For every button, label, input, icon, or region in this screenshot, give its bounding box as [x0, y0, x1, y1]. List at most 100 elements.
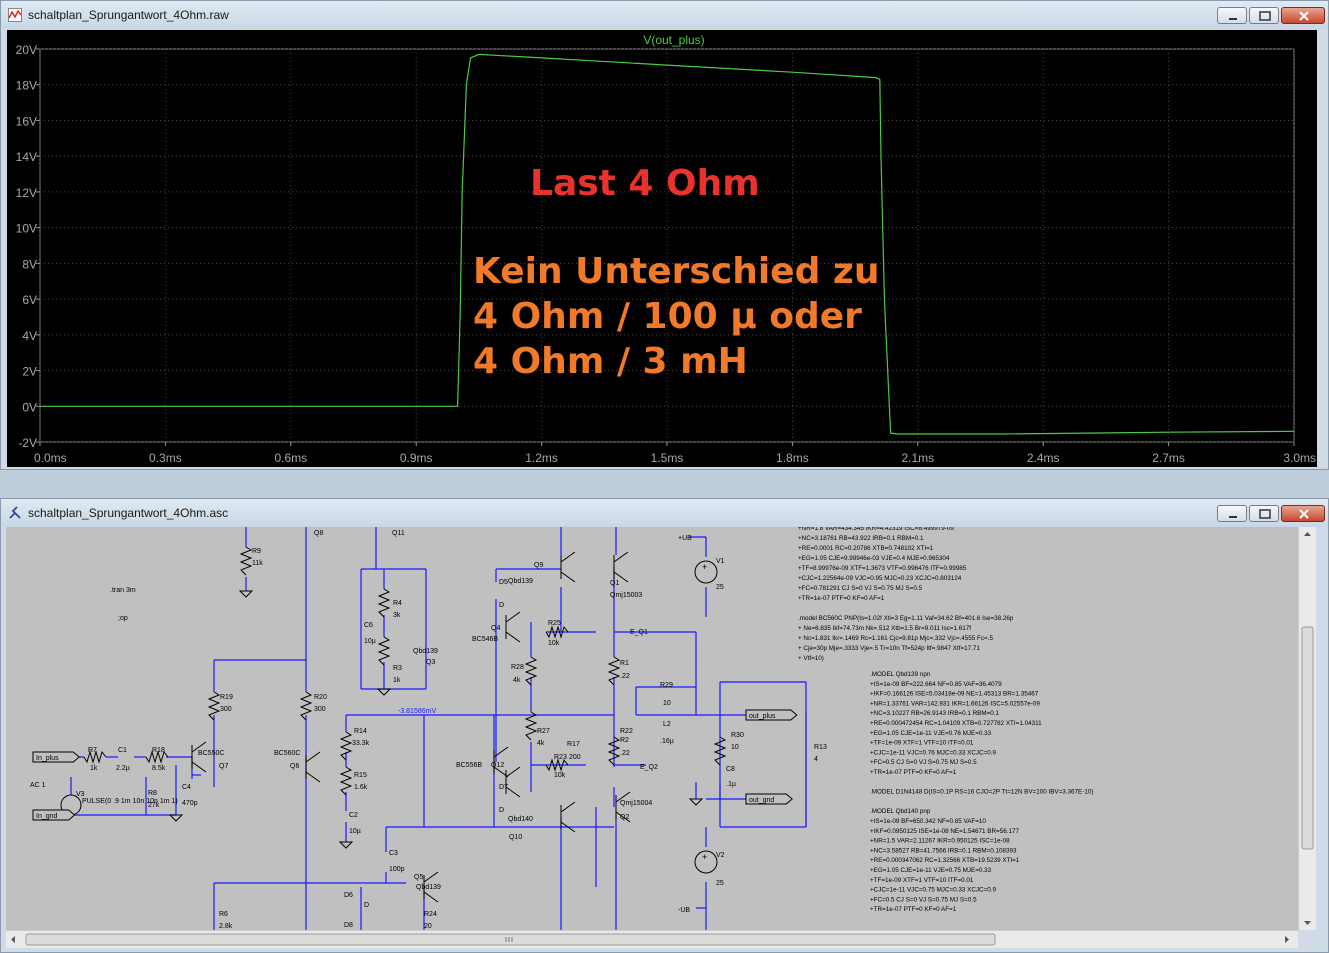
vertical-scroll-thumb[interactable]: [1301, 626, 1314, 850]
spice-model-line: +TR=1e-07 PTF=0 KF=0 AF=1: [798, 595, 885, 602]
resistor-symbol: [83, 750, 107, 764]
voltage-source-plus: +: [702, 562, 707, 572]
spice-model-line: +EG=1.05 CJE=1e-11 VJE=0.75 MJE=0.33: [870, 867, 992, 874]
component-label: R13: [814, 744, 827, 751]
component-label: Qmj15004: [620, 800, 652, 807]
component-label: C4: [182, 784, 191, 791]
component-label: .22: [620, 673, 630, 680]
schematic-window-title: schaltplan_Sprungantwort_4Ohm.asc: [28, 506, 229, 520]
component-label: .16µ: [660, 738, 674, 745]
maximize-button[interactable]: [1249, 7, 1279, 24]
component-label: 1.6k: [354, 784, 368, 791]
scroll-left-arrow-icon[interactable]: [11, 936, 15, 943]
x-tick-label: 2.1ms: [901, 451, 934, 465]
minimize-button[interactable]: [1217, 7, 1247, 24]
component-label: R24: [424, 911, 437, 918]
component-label: BC550C: [198, 750, 224, 757]
spice-model-line: +CJC=1e-11 VJC=0.76 MJC=0.33 XCJC=0.9: [870, 749, 997, 756]
transistor-symbol: [613, 551, 629, 583]
component-label: R7: [88, 747, 97, 754]
net-flag: [745, 793, 793, 805]
vertical-scrollbar[interactable]: [1298, 527, 1316, 930]
component-label: Q7: [219, 763, 228, 770]
spice-model-line: +EG=1.05 CJE=9.99946e-03 VJE=0.4 MJE=0.9…: [798, 555, 950, 562]
resistor-symbol: [545, 625, 569, 639]
x-tick-label: 0.6ms: [274, 451, 307, 465]
spice-model-line: +TF=8.99976e-09 XTF=1.3673 VTF=0.996476 …: [798, 565, 967, 572]
component-label: +UB: [678, 535, 692, 542]
schematic-maximize-button[interactable]: [1249, 505, 1279, 522]
component-label: 4k: [513, 677, 521, 684]
annotation-title: Last 4 Ohm: [530, 163, 760, 204]
component-label: V1: [716, 558, 725, 565]
component-label: R25: [548, 620, 561, 627]
spice-model-line: +RE=0.000472454 RC=1.04109 XTB=0.727782 …: [870, 720, 1042, 727]
scroll-up-arrow-icon[interactable]: [1304, 532, 1311, 536]
resistor-symbol: [607, 656, 621, 686]
component-label: 11k: [252, 560, 263, 567]
series-line-out-plus: [40, 53, 1295, 435]
component-label: R2: [620, 737, 629, 744]
spice-model-line: +NR=1.33761 VAR=142.931 IKR=1.66126 ISC=…: [870, 700, 1040, 707]
spice-model-line: +FC=0.781291 CJ S=0 VJ S=0.75 MJ S=0.5: [798, 585, 923, 592]
transistor-symbol: [423, 871, 439, 903]
x-tick-label: 2.7ms: [1152, 451, 1185, 465]
spice-model-line: +RE=0.0001 RC=0.20786 XTB=0.748102 XTI=1: [798, 545, 934, 552]
y-tick-label: 20V: [16, 43, 37, 57]
component-label: C8: [726, 766, 735, 773]
scroll-right-arrow-icon[interactable]: [1285, 936, 1289, 943]
x-tick-label: 0.3ms: [149, 451, 182, 465]
component-label: 300: [314, 706, 326, 713]
x-tick-label: 1.8ms: [776, 451, 809, 465]
transistor-symbol: [560, 551, 576, 583]
scroll-down-arrow-icon[interactable]: [1304, 921, 1311, 925]
component-label: 300: [220, 706, 232, 713]
resistor-symbol: [545, 758, 569, 772]
component-label: Q9: [534, 562, 543, 569]
spice-model-line: +FC=0.5 CJ S=0 VJ S=0.75 MJ S=0.5: [870, 759, 977, 766]
component-label: 470p: [182, 800, 198, 807]
y-tick-label: -2V: [18, 436, 37, 450]
close-button[interactable]: [1281, 7, 1325, 24]
spice-model-line: +NC=3.10227 RB=26.9143 IRB=0.1 RBM=0.1: [870, 710, 999, 717]
ground-icon: [338, 841, 354, 849]
waveform-titlebar[interactable]: schaltplan_Sprungantwort_4Ohm.raw: [1, 1, 1328, 29]
spice-model-line: +RE=0.000347062 RC=1.32566 XTB=19.5239 X…: [870, 857, 1020, 864]
transistor-symbol: [615, 791, 631, 823]
component-label: D8: [344, 922, 353, 929]
component-label: R27: [537, 728, 550, 735]
component-label: D: [499, 807, 504, 814]
horizontal-scrollbar[interactable]: [6, 930, 1298, 948]
spice-model-line: +IKF=0.0950125 ISE=1e-08 NE=1.54671 BR=5…: [870, 828, 1019, 835]
annotation-line-1: Kein Unterschied zu: [473, 251, 880, 292]
spice-model-line: +NC=3.18761 RB=43.922 IRB=0.1 RBM=0.1: [798, 535, 924, 542]
schematic-titlebar[interactable]: schaltplan_Sprungantwort_4Ohm.asc: [1, 499, 1328, 527]
x-tick-label: 3.0ms: [1283, 451, 1316, 465]
component-label: 2.8k: [219, 923, 233, 930]
y-tick-label: 16V: [16, 114, 37, 128]
spice-model-line: .MODEL Qbd139 npn: [870, 671, 931, 678]
x-tick-label: 2.4ms: [1027, 451, 1060, 465]
directive-tran: .tran 3m: [110, 587, 136, 594]
trace-label: V(out_plus): [643, 33, 704, 47]
component-label: 27k: [148, 802, 160, 809]
component-label: Qbd140: [508, 816, 533, 823]
component-label: C2: [349, 812, 358, 819]
spice-model-line: +TR=1e-07 PTF=0 KF=0 AF=1: [870, 769, 957, 776]
horizontal-scroll-thumb[interactable]: [25, 933, 996, 946]
component-label: Q6: [290, 763, 299, 770]
schematic-minimize-button[interactable]: [1217, 505, 1247, 522]
component-label: 1k: [90, 765, 98, 772]
resistor-symbol: [607, 736, 621, 766]
spice-model-line: .MODEL D1N4148 D(IS=0.1P RS=16 CJO=2P Tt…: [870, 789, 1093, 796]
component-label: R9: [252, 548, 261, 555]
spice-model-line: + Nc=1.831 Ikr=.1469 Rc=1.161 Cjc=9.81p …: [798, 635, 993, 642]
component-label: 10µ: [364, 638, 376, 645]
component-label: R6: [219, 911, 228, 918]
schematic-close-button[interactable]: [1281, 505, 1325, 522]
